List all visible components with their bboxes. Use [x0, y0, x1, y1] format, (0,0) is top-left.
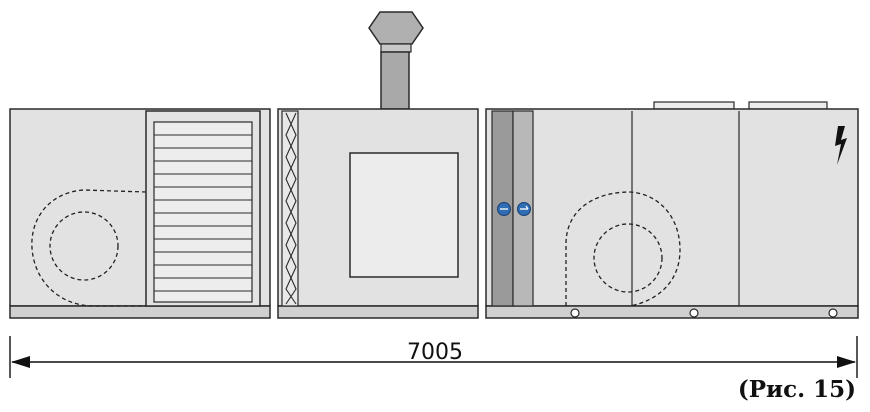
- dimension-line: [9, 336, 858, 378]
- louvre-blades: [154, 134, 252, 292]
- top-cover-left: [653, 101, 735, 110]
- right-section-base-rail: [485, 305, 859, 319]
- right-section-casing: [485, 108, 859, 307]
- louvre-grille: [153, 121, 253, 303]
- left-fan-housing-outline: [31, 189, 147, 307]
- lifting-lug-2: [689, 308, 699, 318]
- left-fan-impeller-outline: [49, 211, 119, 281]
- middle-section: [277, 11, 479, 319]
- exhaust-hood-icon: [368, 11, 424, 45]
- left-section-base-rail: [9, 305, 271, 319]
- right-section: [485, 101, 859, 319]
- lifting-lug-3: [828, 308, 838, 318]
- dimension-arrowhead-right: [837, 356, 856, 368]
- sensor-dial-icon: [497, 202, 511, 216]
- figure-caption: (Рис. 15): [737, 376, 856, 403]
- lightning-bolt-icon: [835, 126, 847, 165]
- top-cover-right: [748, 101, 828, 110]
- overall-length-label: 7005: [407, 340, 463, 365]
- middle-section-base-rail: [277, 305, 479, 319]
- dimension-arrowhead-left: [11, 356, 30, 368]
- exhaust-duct: [380, 51, 410, 110]
- access-panel: [349, 152, 459, 278]
- lifting-lug-1: [570, 308, 580, 318]
- sensor-dial-icon-2: [517, 202, 531, 216]
- exhaust-collar: [380, 43, 412, 53]
- filter-pleats-mirror: [285, 112, 297, 305]
- supply-fan-impeller-outline: [593, 223, 663, 293]
- left-section: [9, 108, 271, 319]
